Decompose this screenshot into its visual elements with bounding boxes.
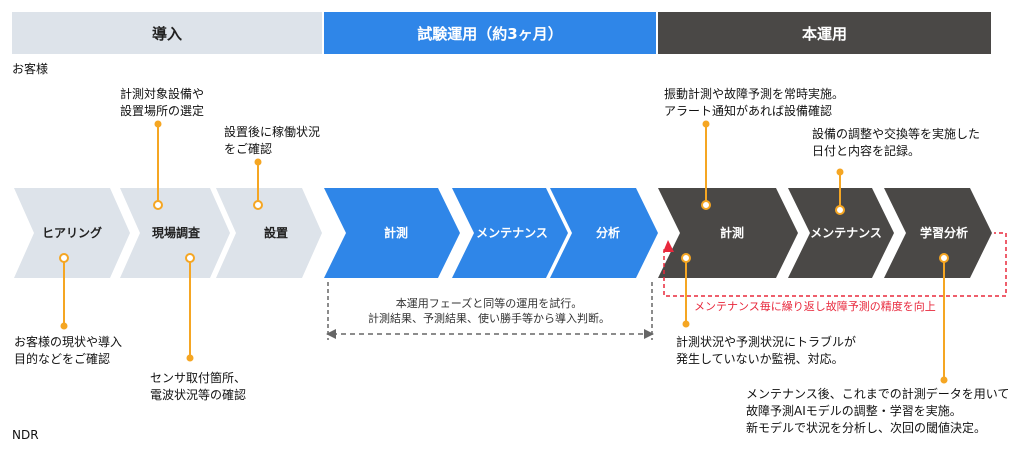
dot-maint-record — [835, 205, 845, 215]
dot-site-select-end — [154, 120, 162, 128]
step-hearing: ヒアリング — [42, 225, 102, 240]
step-install: 設置 — [264, 225, 288, 240]
note-cycle: メンテナンス毎に繰り返し故障予測の精度を向上 — [694, 300, 936, 313]
dot-sensor — [185, 253, 195, 263]
chevron-main-learning — [884, 188, 992, 278]
note-sensor: センサ取付箇所、電波状況等の確認 — [150, 371, 247, 402]
dot-learning-end — [940, 376, 948, 384]
dot-operation-check — [253, 200, 263, 210]
step-site-survey: 現場調査 — [152, 225, 201, 240]
note-operation-check: 設置後に稼働状況をご確認 — [224, 125, 321, 156]
cycle-loop — [663, 232, 1007, 297]
phase-band-intro: 導入 — [12, 12, 322, 54]
dot-learning — [939, 253, 949, 263]
note-maint-record: 設備の調整や交換等を実施した日付と内容を記録。 — [812, 127, 981, 158]
dot-monitor — [681, 253, 691, 263]
dot-site-select — [153, 200, 163, 210]
chevron-site-survey — [120, 188, 230, 278]
note-trial-period: 本運用フェーズと同等の運用を試行。計測結果、予測結果、使い勝手等から導入判断。 — [368, 297, 610, 325]
note-site-select: 計測対象設備や設置場所の選定 — [120, 87, 205, 118]
dot-sensor-end — [186, 354, 194, 362]
note-learning: メンテナンス後、これまでの計測データを用いて故障予測AIモデルの調整・学習を実施… — [746, 387, 1010, 435]
chevron-hearing — [14, 188, 130, 278]
step-trial-measure: 計測 — [384, 225, 408, 240]
dot-vibration-end — [702, 120, 710, 128]
dot-vibration — [701, 200, 711, 210]
dot-monitor-end — [682, 320, 690, 328]
chevron-trial-analysis — [550, 188, 658, 278]
chevron-main-measure — [658, 188, 798, 278]
chevron-install — [216, 188, 322, 278]
step-trial-maintenance: メンテナンス — [476, 226, 548, 240]
chevron-main-maintenance — [788, 188, 894, 278]
note-hearing: お客様の現状や導入目的などをご確認 — [14, 335, 123, 366]
customer-label: お客様 — [12, 62, 49, 76]
step-main-learning: 学習分析 — [920, 225, 968, 240]
dot-maint-record-end — [836, 168, 844, 176]
note-monitor: 計測状況や予測状況にトラブルが発生していないか監視、対応。 — [676, 335, 857, 366]
phase-band-main: 本運用 — [658, 12, 991, 54]
step-main-measure: 計測 — [720, 225, 744, 240]
chevron-trial-maintenance — [452, 188, 568, 278]
step-trial-analysis: 分析 — [596, 225, 620, 240]
dot-hearing — [59, 253, 69, 263]
dot-operation-end — [254, 158, 262, 166]
chevron-trial-measure — [324, 188, 460, 278]
phase-band-trial: 試験運用（約3ヶ月） — [324, 12, 656, 54]
note-vibration: 振動計測や故障予測を常時実施。アラート通知があれば設備確認 — [664, 87, 845, 118]
cycle-arrowhead — [663, 240, 674, 252]
dot-hearing-end — [60, 322, 68, 330]
step-main-maintenance: メンテナンス — [810, 226, 882, 240]
footer-label: NDR — [12, 428, 39, 442]
